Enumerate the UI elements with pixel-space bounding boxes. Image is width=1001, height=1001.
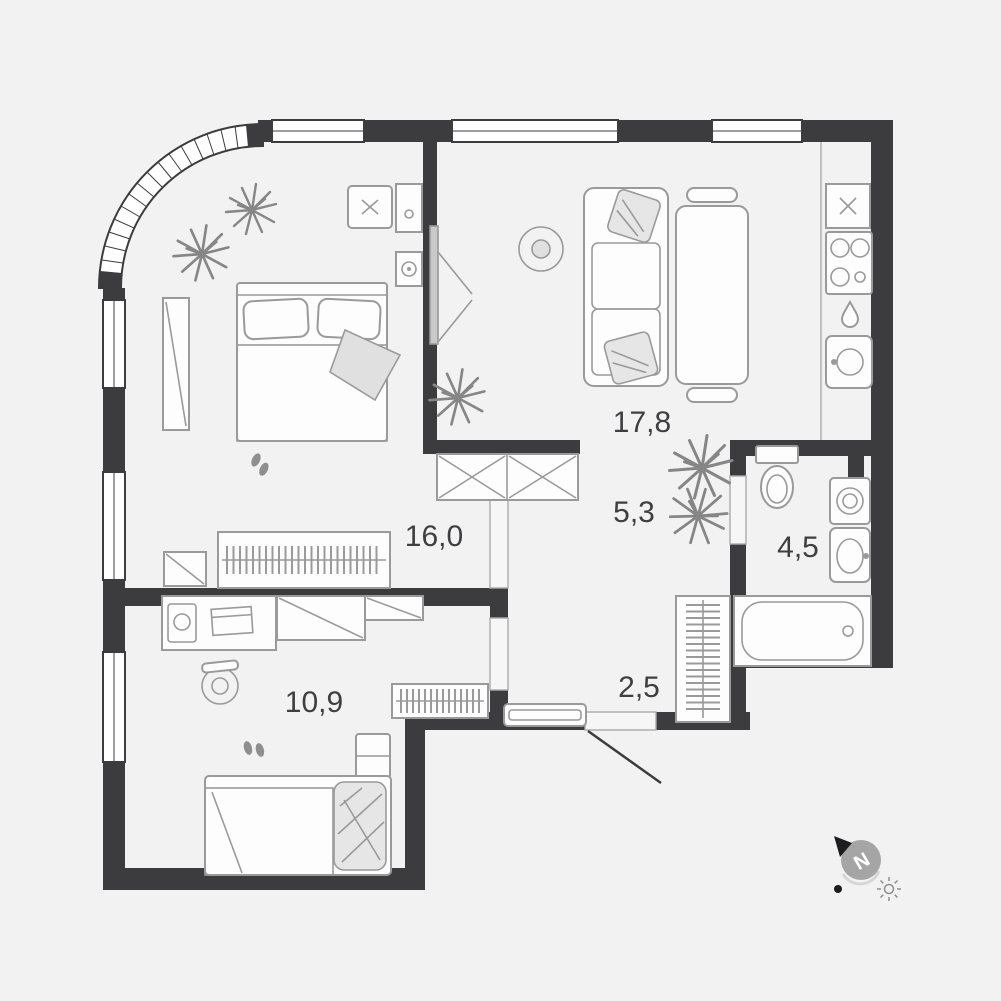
compass-dot bbox=[834, 885, 842, 893]
corridor-furniture bbox=[503, 595, 731, 727]
bedroom-main-furniture bbox=[162, 182, 423, 589]
compass: N bbox=[834, 836, 901, 901]
bedroom-second-furniture bbox=[161, 595, 489, 876]
sofa bbox=[583, 187, 669, 387]
wall-cabinet bbox=[395, 183, 423, 233]
entry-door-threshold bbox=[584, 711, 657, 731]
sconce-cabinet bbox=[395, 251, 423, 287]
nightstand bbox=[355, 733, 391, 779]
doorway-bedroom-main bbox=[489, 499, 509, 589]
sun-icon bbox=[877, 877, 901, 901]
shelf bbox=[364, 595, 424, 621]
double-bed bbox=[236, 282, 402, 442]
area-label-bedroom-main: 16,0 bbox=[405, 520, 463, 553]
bathroom-sink bbox=[829, 527, 871, 583]
compass-arrow-icon bbox=[834, 836, 852, 857]
shoe-bench bbox=[503, 703, 587, 727]
desk bbox=[161, 595, 277, 651]
area-label-bedroom-second: 10,9 bbox=[285, 686, 343, 719]
area-label-hallway: 5,3 bbox=[613, 496, 655, 529]
kitchen-sink bbox=[825, 335, 873, 389]
wall-bathroom-top bbox=[730, 440, 893, 456]
area-label-entry-corridor: 2,5 bbox=[618, 671, 660, 704]
bathtub bbox=[733, 595, 872, 667]
room-area-labels: 17,8 16,0 5,3 4,5 2,5 10,9 bbox=[285, 406, 819, 719]
wall-bathroom-left-upper bbox=[730, 440, 746, 476]
side-table bbox=[163, 551, 207, 587]
compass-circle bbox=[841, 840, 881, 880]
wall-right bbox=[871, 120, 893, 668]
hallway-furniture bbox=[436, 434, 740, 557]
windows bbox=[102, 119, 803, 763]
compass-ring bbox=[841, 870, 881, 886]
toilet bbox=[755, 445, 799, 509]
sofa-pillow bbox=[607, 189, 661, 243]
kitchen-vent-shaft bbox=[825, 183, 871, 229]
water-drop-icon bbox=[840, 299, 860, 328]
ceiling-light bbox=[518, 226, 564, 272]
wall-tv bbox=[429, 225, 473, 345]
dining-chair bbox=[686, 187, 738, 203]
bed-throw bbox=[329, 328, 402, 402]
dresser bbox=[276, 595, 366, 641]
stove bbox=[825, 231, 873, 295]
entry-door-leaf bbox=[587, 729, 662, 785]
door-openings bbox=[489, 475, 747, 785]
curved-window-cap-left bbox=[99, 271, 122, 288]
ceiling-vent bbox=[347, 185, 393, 229]
office-chair bbox=[201, 659, 240, 705]
sofa-pillow bbox=[603, 331, 659, 385]
curved-window-hatch bbox=[101, 125, 239, 264]
area-label-bathroom: 4,5 bbox=[777, 531, 819, 564]
dining-set bbox=[675, 187, 749, 403]
washing-machine bbox=[829, 477, 871, 525]
doorway-bedroom-second bbox=[489, 617, 509, 691]
wardrobe-hangers bbox=[217, 531, 391, 589]
open-wardrobe-hangers bbox=[675, 595, 731, 723]
dining-chair bbox=[686, 387, 738, 403]
kitchen-counter-edge bbox=[820, 142, 822, 440]
curved-corner-window bbox=[97, 122, 264, 289]
tv-dresser bbox=[162, 297, 190, 431]
area-label-living-kitchen: 17,8 bbox=[613, 406, 671, 439]
single-bed bbox=[204, 775, 392, 876]
wall-corridor-left-upper bbox=[490, 606, 508, 618]
wall-living-bottom bbox=[423, 440, 580, 454]
radiator-wardrobe bbox=[391, 683, 489, 719]
curved-window-cap-top bbox=[246, 124, 263, 147]
wall-bathroom-stub bbox=[848, 456, 864, 480]
wall-step-vertical bbox=[405, 712, 425, 890]
doorway-bathroom bbox=[729, 475, 747, 545]
dining-table bbox=[675, 205, 749, 385]
living-kitchen-furniture bbox=[428, 183, 873, 426]
sliding-wardrobe bbox=[436, 453, 579, 501]
bathroom-fixtures bbox=[733, 445, 872, 667]
